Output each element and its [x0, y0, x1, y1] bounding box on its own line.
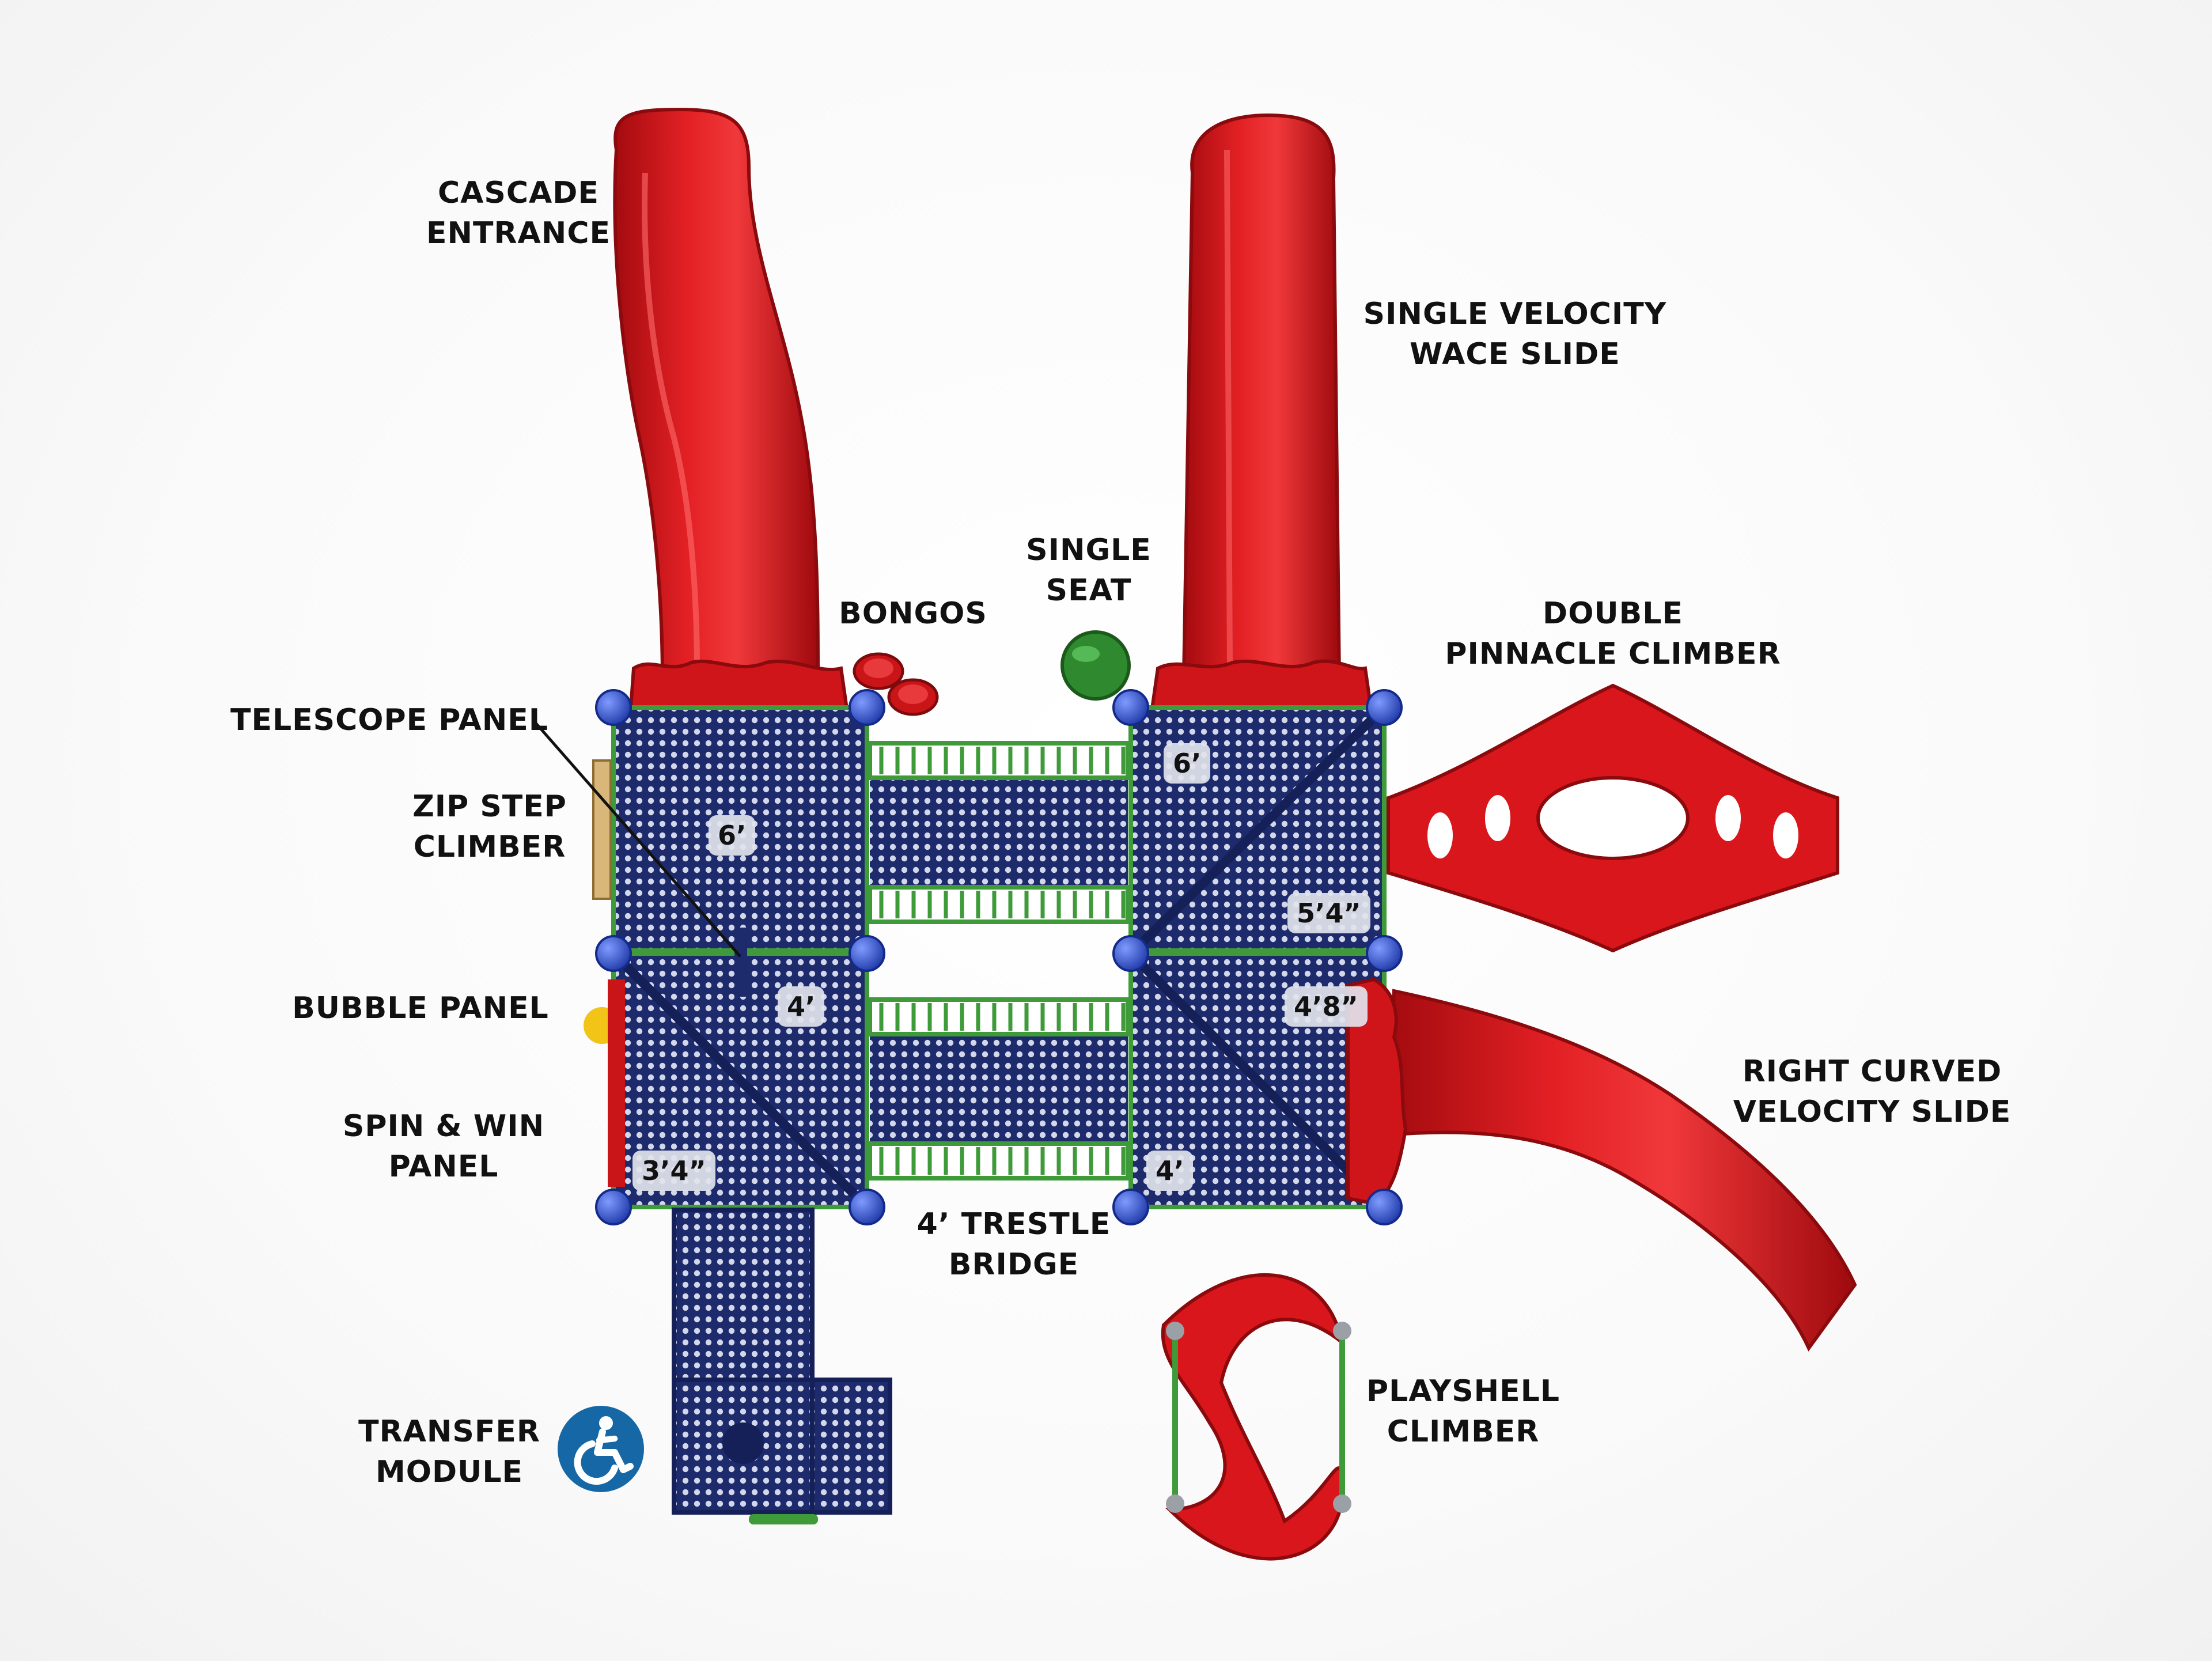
height-badge-tr: 6’: [1164, 743, 1211, 784]
post-cap: [1112, 1189, 1149, 1225]
label-bongos: BONGOS: [839, 596, 987, 631]
height-badge-tl: 6’: [709, 815, 756, 856]
post-cap: [1112, 689, 1149, 726]
height-badge-bl: 3’4”: [632, 1151, 715, 1191]
label-telescope-panel: TELESCOPE PANEL: [230, 703, 548, 737]
single-velocity-wave-slide: [1150, 113, 1373, 710]
zip-step-climber: [592, 759, 612, 900]
left-tower: [610, 705, 892, 1524]
single-seat: [1060, 630, 1131, 701]
height-badge-mr: 4’8”: [1285, 986, 1368, 1027]
height-badge-br: 4’: [1146, 1151, 1194, 1191]
right-curved-velocity-slide: [1346, 977, 1857, 1352]
post-caps: [595, 689, 1403, 1225]
label-bubble-panel: BUBBLE PANEL: [292, 991, 549, 1026]
height-badge-ml: 4’: [778, 986, 825, 1027]
height-badge-tr-low: 5’4”: [1287, 893, 1370, 933]
post-cap: [849, 935, 885, 972]
post-cap: [595, 689, 632, 726]
playshell-climber: [1161, 1273, 1351, 1561]
post-cap: [595, 1189, 632, 1225]
bridge-rail-slats: [879, 747, 1126, 1175]
telescope-panel: [535, 722, 747, 997]
post-cap: [849, 689, 885, 726]
post-cap: [1366, 689, 1403, 726]
bubble-panel: [584, 979, 625, 1187]
post-cap: [1112, 935, 1149, 972]
post-cap: [1366, 935, 1403, 972]
double-pinnacle-climber: [1387, 683, 1839, 953]
cascade-entrance-slide: [613, 107, 849, 710]
right-tower: [1127, 704, 1388, 1210]
post-cap: [1366, 1189, 1403, 1225]
bongos: [853, 652, 939, 716]
post-cap: [849, 1189, 885, 1225]
post-cap: [595, 935, 632, 972]
accessibility-icon: [558, 1406, 644, 1492]
